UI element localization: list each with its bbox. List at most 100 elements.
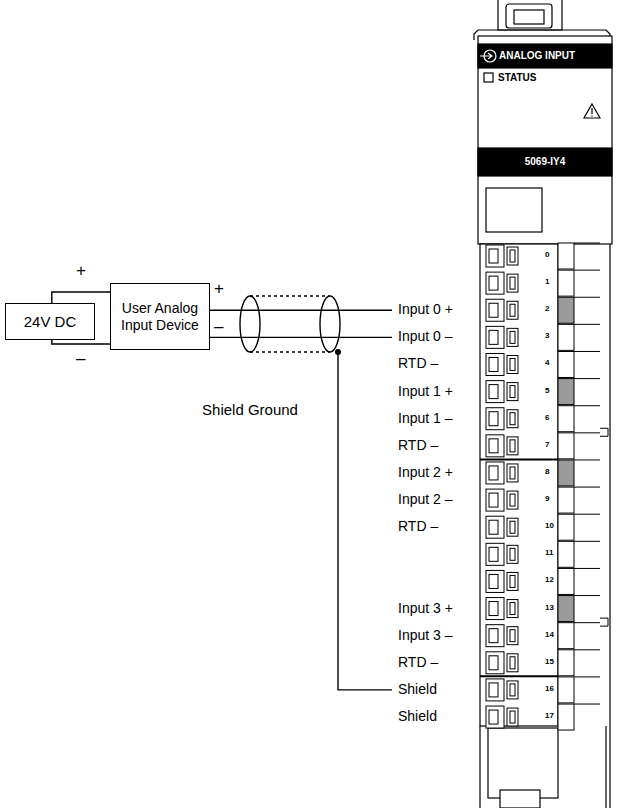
release-slot xyxy=(507,491,518,509)
pin-number: 1 xyxy=(545,278,549,287)
slot-divider xyxy=(574,568,600,569)
terminal-slot xyxy=(558,297,574,323)
side-notch xyxy=(600,428,608,436)
signal-name: Input 0 – xyxy=(398,329,453,344)
cable-shield-ring xyxy=(240,296,260,352)
terminal-slot xyxy=(558,650,574,676)
signal-name: RTD – xyxy=(398,519,438,534)
header-panel xyxy=(478,36,612,244)
terminal-slot xyxy=(558,568,574,594)
release-button xyxy=(510,494,515,506)
slot-divider xyxy=(574,378,600,379)
signal-name: Shield xyxy=(398,709,437,724)
signal-name: Input 3 + xyxy=(398,601,453,616)
release-slot xyxy=(507,627,518,645)
terminal-slot xyxy=(558,379,574,405)
catalog-band xyxy=(478,148,612,176)
wire-clamp xyxy=(486,625,504,647)
slot-divider xyxy=(574,541,600,542)
slot-divider xyxy=(574,487,600,488)
terminal-slot xyxy=(558,270,574,296)
terminal-slot xyxy=(558,433,574,459)
cable-shield-ring xyxy=(320,296,340,352)
wire-clamp xyxy=(486,652,504,674)
release-button xyxy=(510,358,515,370)
title-band xyxy=(478,44,612,68)
wire-clamp xyxy=(486,679,504,701)
wire-clamp xyxy=(486,489,504,511)
power-supply-box: 24V DC xyxy=(5,303,95,340)
wire-entry xyxy=(489,493,498,507)
pin-number: 14 xyxy=(545,631,554,640)
pin-number: 16 xyxy=(545,685,554,694)
terminal-slot xyxy=(558,243,574,269)
signal-wire xyxy=(210,337,392,338)
block-separator xyxy=(480,458,558,460)
pin-number: 0 xyxy=(545,251,549,260)
slot-divider xyxy=(574,514,600,515)
terminal-slot xyxy=(558,351,574,377)
cable-shield xyxy=(250,296,330,352)
pin-number: 12 xyxy=(545,576,554,585)
box-label: User Analog Input Device xyxy=(117,300,203,332)
slot-divider xyxy=(574,649,600,650)
slot-divider xyxy=(574,351,600,352)
latch-tab xyxy=(506,4,552,28)
shield-junction xyxy=(335,349,341,355)
wire-clamp xyxy=(486,516,504,538)
catalog-number: 5069-IY4 xyxy=(478,157,612,167)
release-button xyxy=(510,331,515,343)
box-label: 24V DC xyxy=(24,313,77,330)
release-slot xyxy=(507,247,518,265)
release-button xyxy=(510,277,515,289)
wire-clamp xyxy=(486,706,504,728)
release-slot xyxy=(507,708,518,726)
label-window xyxy=(486,188,542,232)
block-separator xyxy=(480,675,558,677)
release-slot xyxy=(507,464,518,482)
slot-divider xyxy=(574,243,600,244)
wire-clamp xyxy=(486,435,504,457)
polarity-mark: + xyxy=(76,262,86,281)
release-slot xyxy=(507,274,518,292)
release-button xyxy=(510,548,515,560)
release-slot xyxy=(507,437,518,455)
module-housing xyxy=(474,0,612,808)
wire-clamp xyxy=(486,570,504,592)
signal-name: RTD – xyxy=(398,655,438,670)
release-slot xyxy=(507,410,518,428)
release-slot xyxy=(507,654,518,672)
shield-ground-label: Shield Ground xyxy=(200,398,300,422)
polarity-mark: + xyxy=(214,280,224,299)
release-button xyxy=(510,575,515,587)
input-device-box: User Analog Input Device xyxy=(110,283,210,350)
signal-name: Input 1 + xyxy=(398,384,453,399)
wire-entry xyxy=(489,276,498,290)
wire-entry xyxy=(489,602,498,616)
slot-divider xyxy=(574,297,600,298)
slot-divider xyxy=(574,270,600,271)
wire-entry xyxy=(489,303,498,317)
release-slot xyxy=(507,681,518,699)
base-latch xyxy=(488,728,558,798)
pin-number: 3 xyxy=(545,332,549,341)
release-button xyxy=(510,440,515,452)
status-label: STATUS xyxy=(498,73,537,83)
release-slot xyxy=(507,600,518,618)
wire-entry xyxy=(489,656,498,670)
release-slot xyxy=(507,301,518,319)
terminal-rows xyxy=(480,243,608,730)
cable xyxy=(240,296,340,352)
terminal-slot xyxy=(558,514,574,540)
slot-divider xyxy=(574,622,600,623)
terminal-slot xyxy=(558,541,574,567)
terminal-slot xyxy=(558,460,574,486)
terminal-slot xyxy=(558,406,574,432)
release-slot xyxy=(507,328,518,346)
supply-wire xyxy=(52,340,110,344)
wire-entry xyxy=(489,385,498,399)
wire-entry xyxy=(489,330,498,344)
pin-number: 11 xyxy=(545,549,553,558)
polarity-mark: – xyxy=(76,350,85,369)
terminal-slot xyxy=(558,596,574,622)
